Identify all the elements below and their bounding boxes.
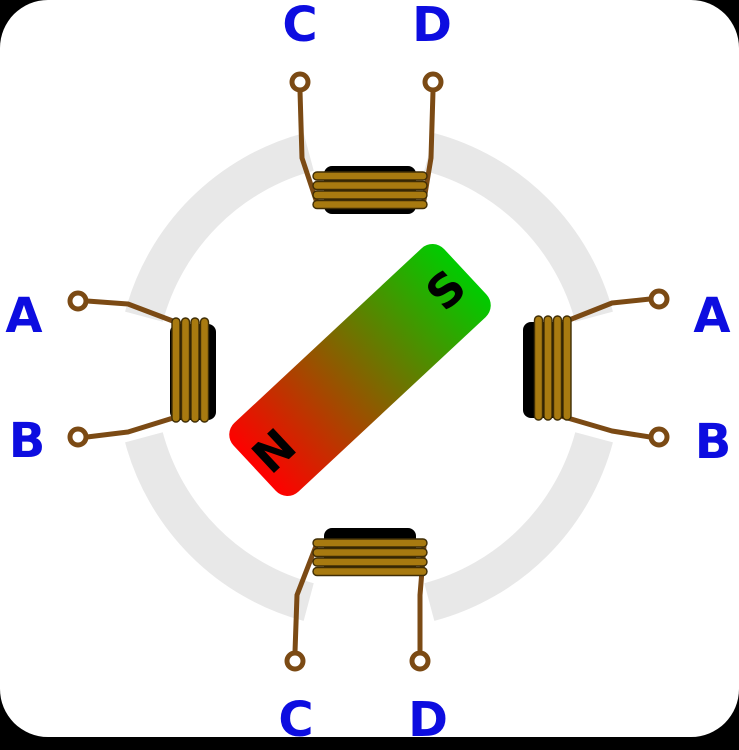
terminal-b-left (67, 426, 89, 448)
coil-left (171, 317, 210, 423)
winding-bar (543, 315, 553, 421)
winding-bar (312, 199, 428, 210)
stator-ring (125, 133, 613, 621)
stator-ring-arc-top-left (125, 133, 315, 323)
winding-bar (312, 171, 428, 181)
terminal-label-c-bottom: C (278, 692, 313, 748)
terminal-d-top (422, 71, 444, 93)
winding-bar (312, 190, 428, 200)
stator-ring-arc-bottom-left (125, 431, 315, 621)
terminals (67, 71, 670, 672)
winding-bar (312, 538, 428, 548)
winding-bar (312, 557, 428, 567)
wire-b-right (551, 411, 653, 440)
terminal-c-bottom (284, 650, 306, 672)
terminal-a-right (648, 288, 670, 310)
winding-bar (190, 317, 200, 423)
terminal-label-c-top: C (282, 0, 317, 53)
winding-bar (552, 315, 563, 421)
winding-bar (171, 317, 181, 423)
terminal-labels: C D C D A B A B (5, 0, 731, 748)
wire-c-bottom (292, 543, 319, 655)
wire-c-top (297, 88, 319, 203)
terminal-label-a-left: A (5, 288, 42, 344)
winding-bar (312, 180, 428, 191)
winding-bar (199, 317, 210, 423)
terminal-label-a-right: A (693, 288, 730, 344)
winding-bar (312, 547, 428, 558)
winding-bar (562, 315, 572, 421)
winding-bar (312, 566, 428, 577)
winding-bar (180, 317, 191, 423)
terminal-b-right (648, 426, 670, 448)
terminal-label-d-bottom: D (408, 692, 448, 748)
stator-ring-arc-bottom-right (423, 431, 613, 621)
terminal-c-top (289, 71, 311, 93)
winding-bar (533, 315, 544, 421)
terminal-label-b-right: B (695, 414, 732, 470)
coil-top (312, 171, 428, 210)
wire-a-right (551, 296, 653, 329)
coil-bottom (312, 538, 428, 577)
terminal-d-bottom (409, 650, 431, 672)
coil-right (533, 315, 572, 421)
magnet-bar (229, 244, 491, 496)
terminal-a-left (67, 290, 89, 312)
rotor-magnet: N S (229, 244, 491, 496)
terminal-label-b-left: B (9, 413, 46, 469)
stator-ring-arc-top-right (423, 133, 613, 323)
wire-b-left (84, 411, 189, 440)
wire-a-left (84, 298, 189, 329)
terminal-label-d-top: D (412, 0, 452, 53)
